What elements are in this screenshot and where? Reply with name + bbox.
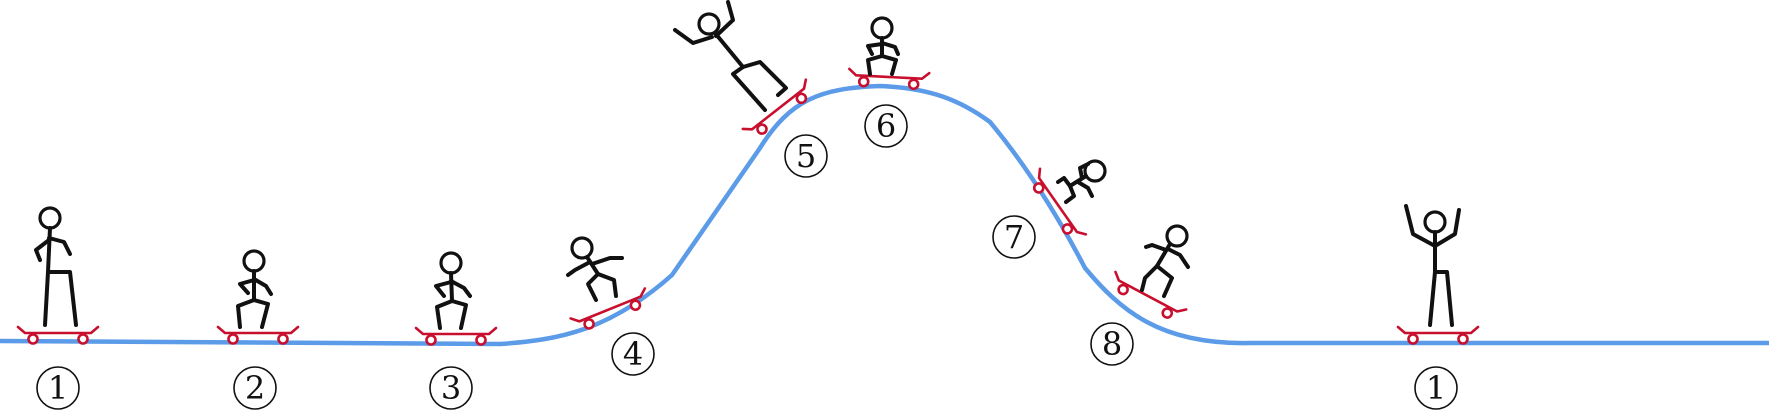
skater-stage-3 (414, 251, 498, 346)
stick-figure (673, 0, 788, 112)
stage-label-2: 2 (233, 366, 277, 410)
stage-label-4: 4 (611, 332, 655, 376)
stick-figure (434, 251, 472, 330)
skater-stage-8 (1114, 224, 1190, 319)
stage-label-7: 7 (992, 215, 1036, 259)
stage-label-8: 8 (1090, 322, 1134, 366)
skater-stage-1-start (16, 206, 100, 345)
stick-figure (566, 236, 624, 302)
skater-stage-4 (566, 236, 647, 330)
svg-text:7: 7 (1004, 218, 1024, 256)
skateboard (16, 325, 100, 345)
stick-figure (34, 206, 78, 327)
svg-text:1: 1 (48, 369, 68, 407)
svg-text:3: 3 (441, 369, 461, 407)
stage-label-3: 3 (429, 366, 473, 410)
skateboard (1032, 167, 1088, 236)
skater-stage-5 (673, 0, 808, 135)
stage-label-5: 5 (784, 134, 828, 178)
skateboard (414, 326, 498, 346)
svg-text:4: 4 (623, 335, 643, 373)
svg-text:1: 1 (1426, 369, 1446, 407)
skateboard (848, 67, 931, 91)
skateboard (569, 287, 647, 330)
stage-label-6: 6 (864, 104, 908, 148)
svg-text:8: 8 (1102, 325, 1122, 363)
stick-figure (236, 249, 273, 329)
svg-text:2: 2 (245, 369, 265, 407)
stage-label-1-end: 1 (1414, 366, 1458, 410)
svg-text:5: 5 (796, 137, 816, 175)
stage-label-1-start: 1 (36, 366, 80, 410)
stick-figure (1404, 204, 1461, 327)
skateboard (1396, 325, 1480, 345)
skateboard (216, 325, 300, 345)
stick-figure (1056, 159, 1107, 204)
stick-figure (866, 16, 900, 76)
skateboard (741, 78, 808, 135)
skateboard (1114, 270, 1188, 319)
svg-text:6: 6 (876, 107, 896, 145)
skater-stage-7 (1032, 159, 1107, 236)
skater-stage-1-end (1396, 204, 1480, 345)
skater-stage-2 (216, 249, 300, 345)
skater-stage-6 (848, 16, 931, 91)
stick-figure (1140, 224, 1190, 298)
